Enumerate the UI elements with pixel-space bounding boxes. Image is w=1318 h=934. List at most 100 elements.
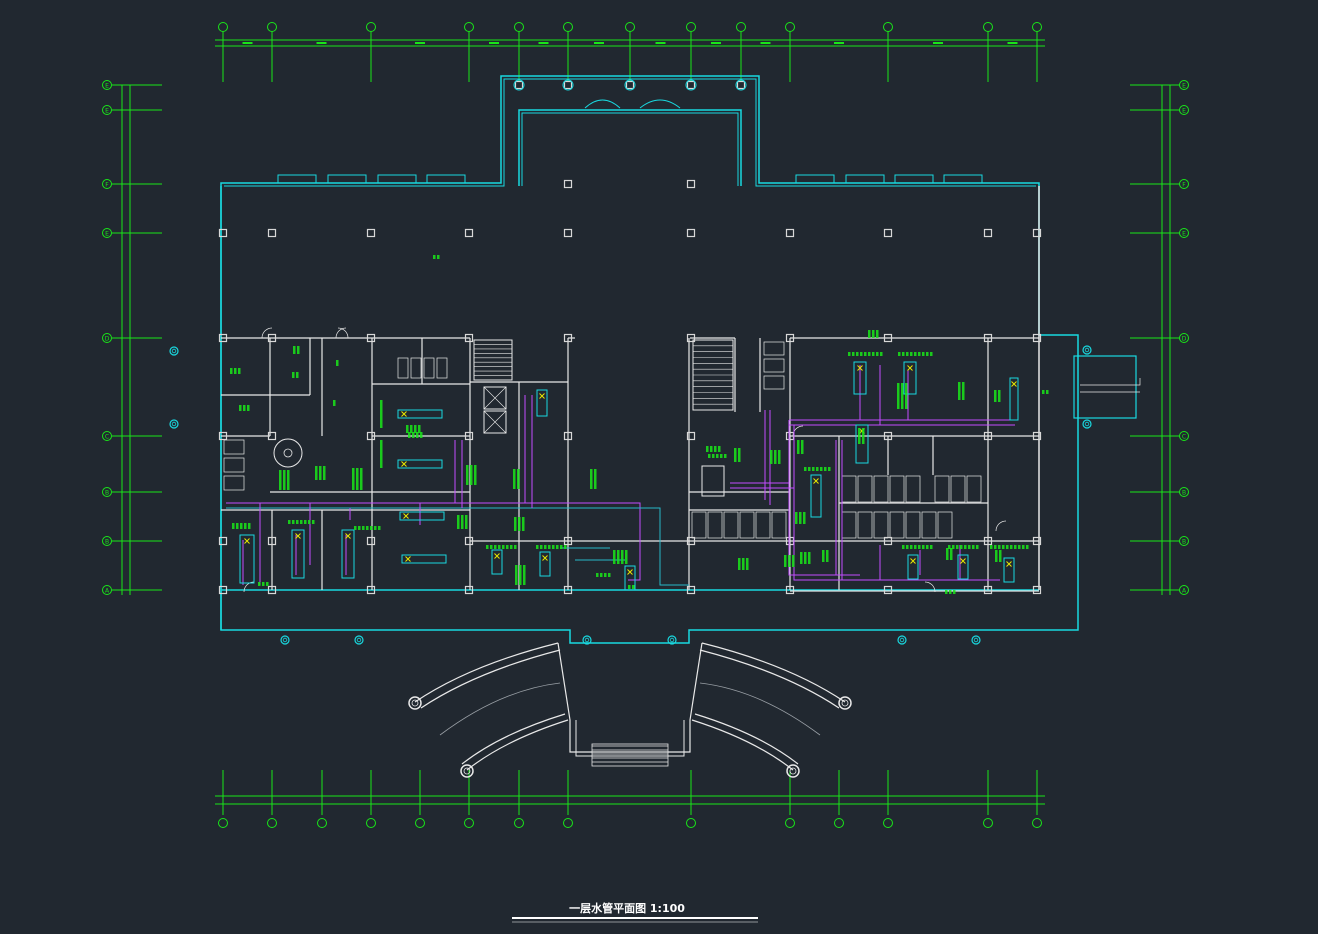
label-glyph — [418, 425, 421, 433]
label-glyph — [994, 390, 997, 402]
label-glyph — [312, 520, 315, 524]
axis-bubble-right — [1179, 105, 1189, 115]
label-glyph — [304, 520, 307, 524]
label-glyph — [416, 432, 419, 438]
label-glyph — [628, 585, 631, 589]
label-glyph — [872, 330, 875, 338]
label-glyph — [930, 352, 933, 356]
label-glyph — [897, 383, 900, 409]
label-glyph — [706, 446, 709, 452]
pipe-run — [226, 507, 689, 586]
label-glyph — [536, 545, 539, 549]
label-glyph — [848, 352, 851, 356]
column — [464, 431, 474, 441]
label-glyph — [816, 467, 819, 471]
label-glyph — [287, 470, 290, 490]
window — [377, 174, 417, 184]
axis-bubble-right — [1179, 536, 1189, 546]
label-glyph — [808, 552, 811, 564]
label-glyph — [784, 555, 787, 567]
label-glyph — [742, 558, 745, 570]
label-glyph — [519, 565, 522, 585]
axis-bubble-left — [102, 431, 112, 441]
east-annex — [1073, 355, 1137, 419]
label-glyph — [604, 573, 607, 577]
label-glyph — [906, 352, 909, 356]
axis-bubble-right — [1179, 333, 1189, 343]
axis-bubble-top — [218, 22, 228, 32]
pier-core — [973, 637, 979, 643]
label-glyph — [360, 468, 363, 490]
column — [563, 585, 573, 595]
label-glyph — [712, 454, 715, 458]
toilet-stall — [691, 511, 707, 539]
fan-coil-unit — [853, 361, 867, 395]
toilet-fixture — [397, 357, 409, 379]
axis-bubble-bottom — [218, 818, 228, 828]
label-glyph — [918, 352, 921, 356]
label-glyph — [822, 550, 825, 562]
canopy-wing-right-bottom — [691, 713, 799, 771]
label-glyph — [998, 390, 1001, 402]
label-glyph — [868, 330, 871, 338]
label-glyph — [918, 545, 921, 549]
column — [267, 431, 277, 441]
column — [563, 431, 573, 441]
column — [686, 585, 696, 595]
axis-bubble-bottom — [317, 818, 327, 828]
label-glyph — [515, 565, 518, 585]
unit-valve-mark — [403, 513, 409, 519]
label-glyph — [976, 545, 979, 549]
dim-tick — [655, 42, 666, 44]
column — [1032, 585, 1042, 595]
axis-bubble-right — [1179, 179, 1189, 189]
column — [883, 536, 893, 546]
label-glyph — [560, 545, 563, 549]
label-glyph — [792, 555, 795, 567]
unit-valve-mark — [494, 553, 500, 559]
dim-tick — [594, 42, 604, 44]
label-glyph — [803, 512, 806, 524]
label-glyph — [510, 545, 513, 549]
label-glyph — [457, 515, 460, 529]
axis-letter-left: B — [105, 490, 109, 497]
fan-coil-units — [239, 361, 1019, 591]
label-glyph — [236, 523, 239, 529]
column — [464, 333, 474, 343]
label-glyph — [820, 467, 823, 471]
axis-bubble-right — [1179, 431, 1189, 441]
column — [883, 333, 893, 343]
label-glyph — [283, 470, 286, 490]
fan-coil-unit — [491, 549, 503, 575]
service-elevator — [701, 465, 725, 497]
unit-valve-mark — [907, 365, 913, 371]
label-glyph — [297, 346, 300, 354]
column — [1032, 228, 1042, 238]
toilet-stall — [771, 511, 787, 539]
unit-valve-mark — [627, 569, 633, 575]
column — [883, 431, 893, 441]
label-glyph — [922, 352, 925, 356]
axis-letter-left: B — [105, 539, 109, 546]
column — [267, 228, 277, 238]
column — [563, 179, 573, 189]
axis-letter-right: E — [1182, 83, 1186, 90]
label-glyph — [632, 585, 635, 589]
label-glyph — [296, 372, 299, 378]
dim-tick — [538, 42, 549, 44]
label-glyph — [544, 545, 547, 549]
canopy-wing-left-top — [414, 642, 561, 709]
label-glyph — [906, 545, 909, 549]
fan-coil-unit — [399, 511, 445, 521]
elevator-shaft — [483, 386, 507, 410]
pier — [667, 635, 677, 645]
fan-coil-unit — [810, 474, 822, 518]
fan-coil-unit — [1009, 377, 1019, 421]
unit-valve-mark — [1011, 381, 1017, 387]
toilet-stall — [707, 511, 723, 539]
label-glyph — [914, 352, 917, 356]
pipe-run — [259, 503, 421, 585]
label-glyph — [860, 352, 863, 356]
label-glyph — [352, 468, 355, 490]
